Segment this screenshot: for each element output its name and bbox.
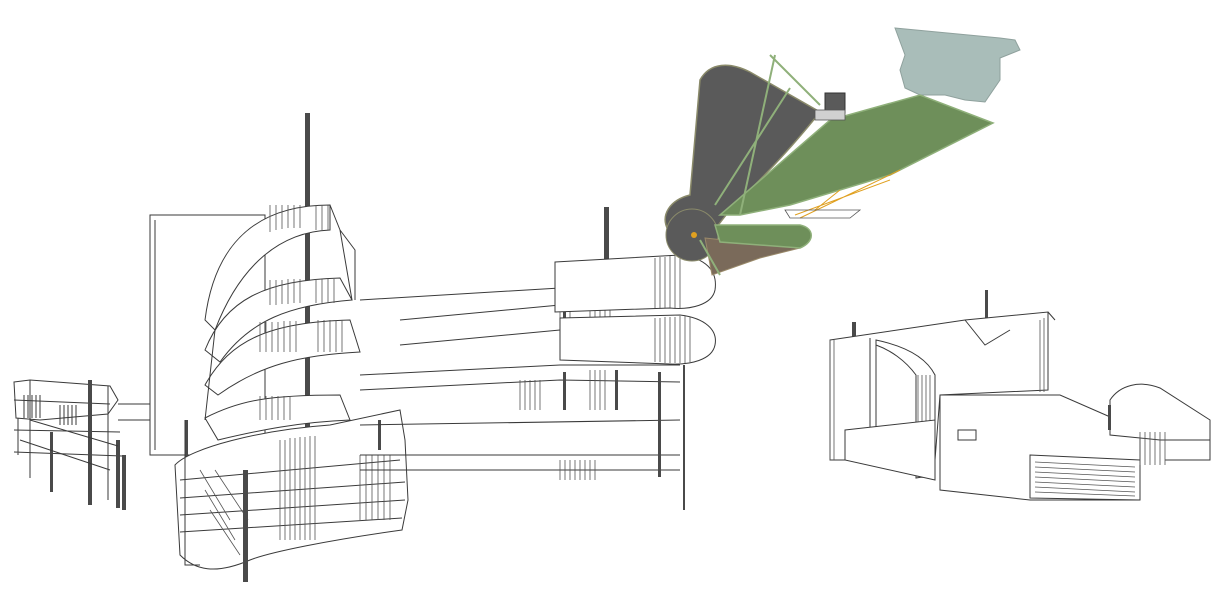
ramp-spiral <box>554 207 716 365</box>
main-spiral-building <box>122 113 361 510</box>
colored-canopy <box>664 27 1021 276</box>
right-building <box>829 290 1211 501</box>
accent-dot <box>691 232 697 238</box>
lower-rotunda <box>174 409 409 582</box>
